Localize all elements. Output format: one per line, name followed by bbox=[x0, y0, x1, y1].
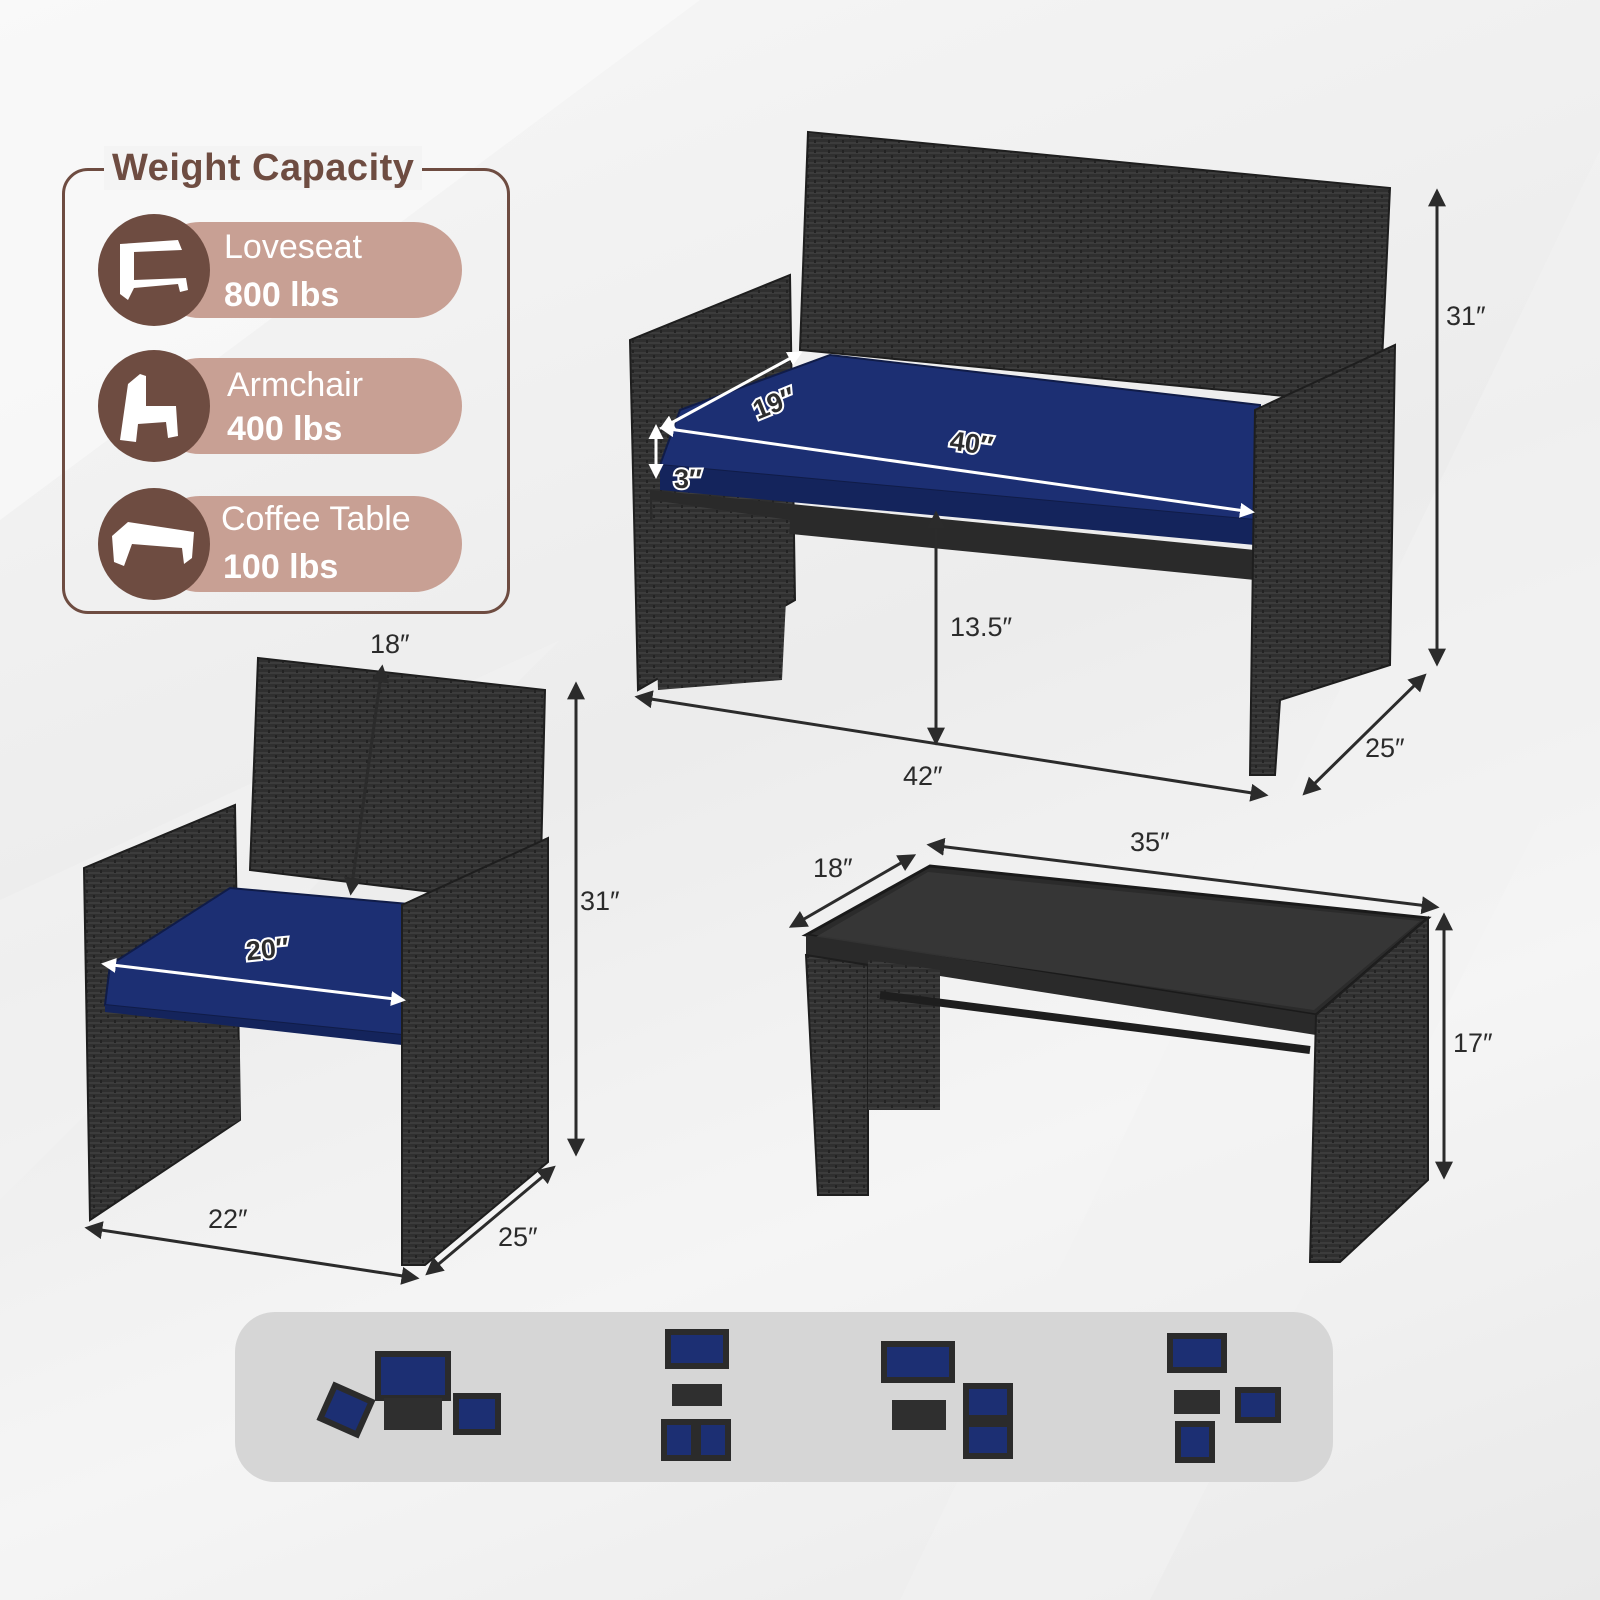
loveseat-width-label: 42″ bbox=[903, 761, 943, 791]
armchair-seat-width-label: 20″ bbox=[244, 932, 290, 966]
coffee-table-name: Coffee Table bbox=[221, 500, 411, 538]
loveseat-icon bbox=[98, 214, 210, 326]
loveseat-weight: 800 lbs bbox=[224, 276, 340, 314]
coffee-table-weight: 100 lbs bbox=[223, 548, 339, 586]
weight-capacity-title: Weight Capacity bbox=[104, 146, 423, 190]
table-height-label: 17″ bbox=[1453, 1028, 1493, 1058]
dimension-lines bbox=[84, 188, 1453, 1285]
coffee-table-icon bbox=[98, 488, 210, 600]
armchair-name: Armchair bbox=[227, 366, 364, 404]
arrangement-option-2 bbox=[661, 1329, 731, 1461]
armchair-weight: 400 lbs bbox=[227, 410, 343, 448]
arrangement-option-3 bbox=[881, 1341, 1013, 1459]
table-depth-label: 18″ bbox=[813, 853, 853, 883]
table-width-label: 35″ bbox=[1130, 827, 1170, 857]
loveseat-name: Loveseat bbox=[224, 228, 362, 266]
cushion-dimension-lines bbox=[101, 351, 1255, 1007]
armchair-height-label: 31″ bbox=[580, 886, 620, 916]
loveseat-cushion-width-label: 40″ bbox=[948, 426, 995, 462]
arrangement-option-1 bbox=[316, 1351, 501, 1439]
loveseat-seat-height-label: 13.5″ bbox=[950, 612, 1013, 642]
arrangement-option-4 bbox=[1167, 1333, 1281, 1463]
armchair-icon bbox=[98, 350, 210, 462]
armchair-depth-label: 25″ bbox=[498, 1222, 538, 1252]
loveseat-depth-label: 25″ bbox=[1365, 733, 1405, 763]
armchair-width-label: 22″ bbox=[208, 1204, 248, 1234]
armchair-back-height-label: 18″ bbox=[370, 629, 410, 659]
loveseat-height-label: 31″ bbox=[1446, 301, 1486, 331]
loveseat-cushion-thickness-label: 3″ bbox=[674, 464, 702, 494]
